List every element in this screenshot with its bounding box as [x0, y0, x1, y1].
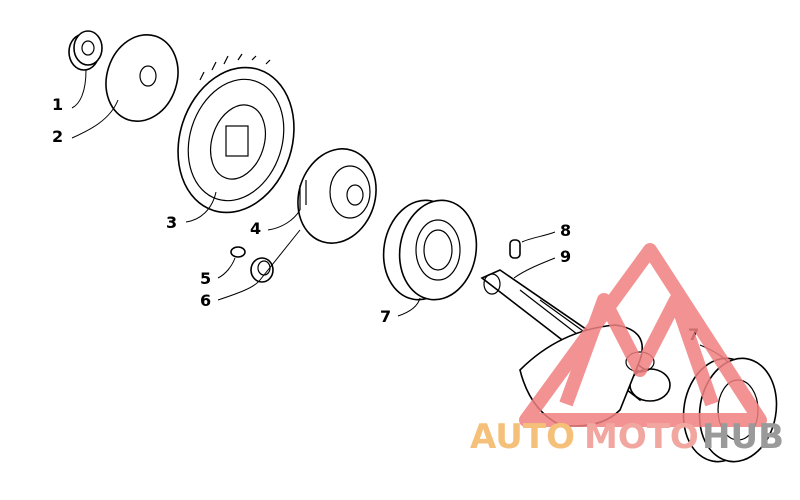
- part-5-pin: [230, 246, 246, 258]
- part-1-nut: [68, 30, 103, 71]
- callout-5: 5: [200, 269, 211, 288]
- part-6-spring: [250, 257, 274, 283]
- callout-2: 2: [52, 127, 63, 146]
- callout-4: 4: [250, 219, 261, 238]
- watermark-auto: AUTO: [470, 417, 575, 457]
- callout-1: 1: [52, 95, 63, 114]
- part-7-bearing-a: [382, 199, 478, 301]
- callout-8: 8: [560, 221, 571, 240]
- part-8-key: [509, 239, 521, 259]
- callout-3: 3: [166, 213, 177, 232]
- callout-9: 9: [560, 247, 571, 266]
- part-4-clutch: [297, 148, 377, 244]
- part-3-gear: [177, 53, 295, 214]
- callout-7-a: 7: [380, 307, 391, 326]
- watermark-moto: MOTO: [584, 417, 699, 457]
- callout-6: 6: [200, 291, 211, 310]
- watermark-text: AUTO MOTO HUB: [470, 417, 784, 457]
- watermark-hub: HUB: [702, 417, 784, 457]
- part-2-washer: [105, 33, 179, 123]
- watermark-logo: [519, 243, 767, 427]
